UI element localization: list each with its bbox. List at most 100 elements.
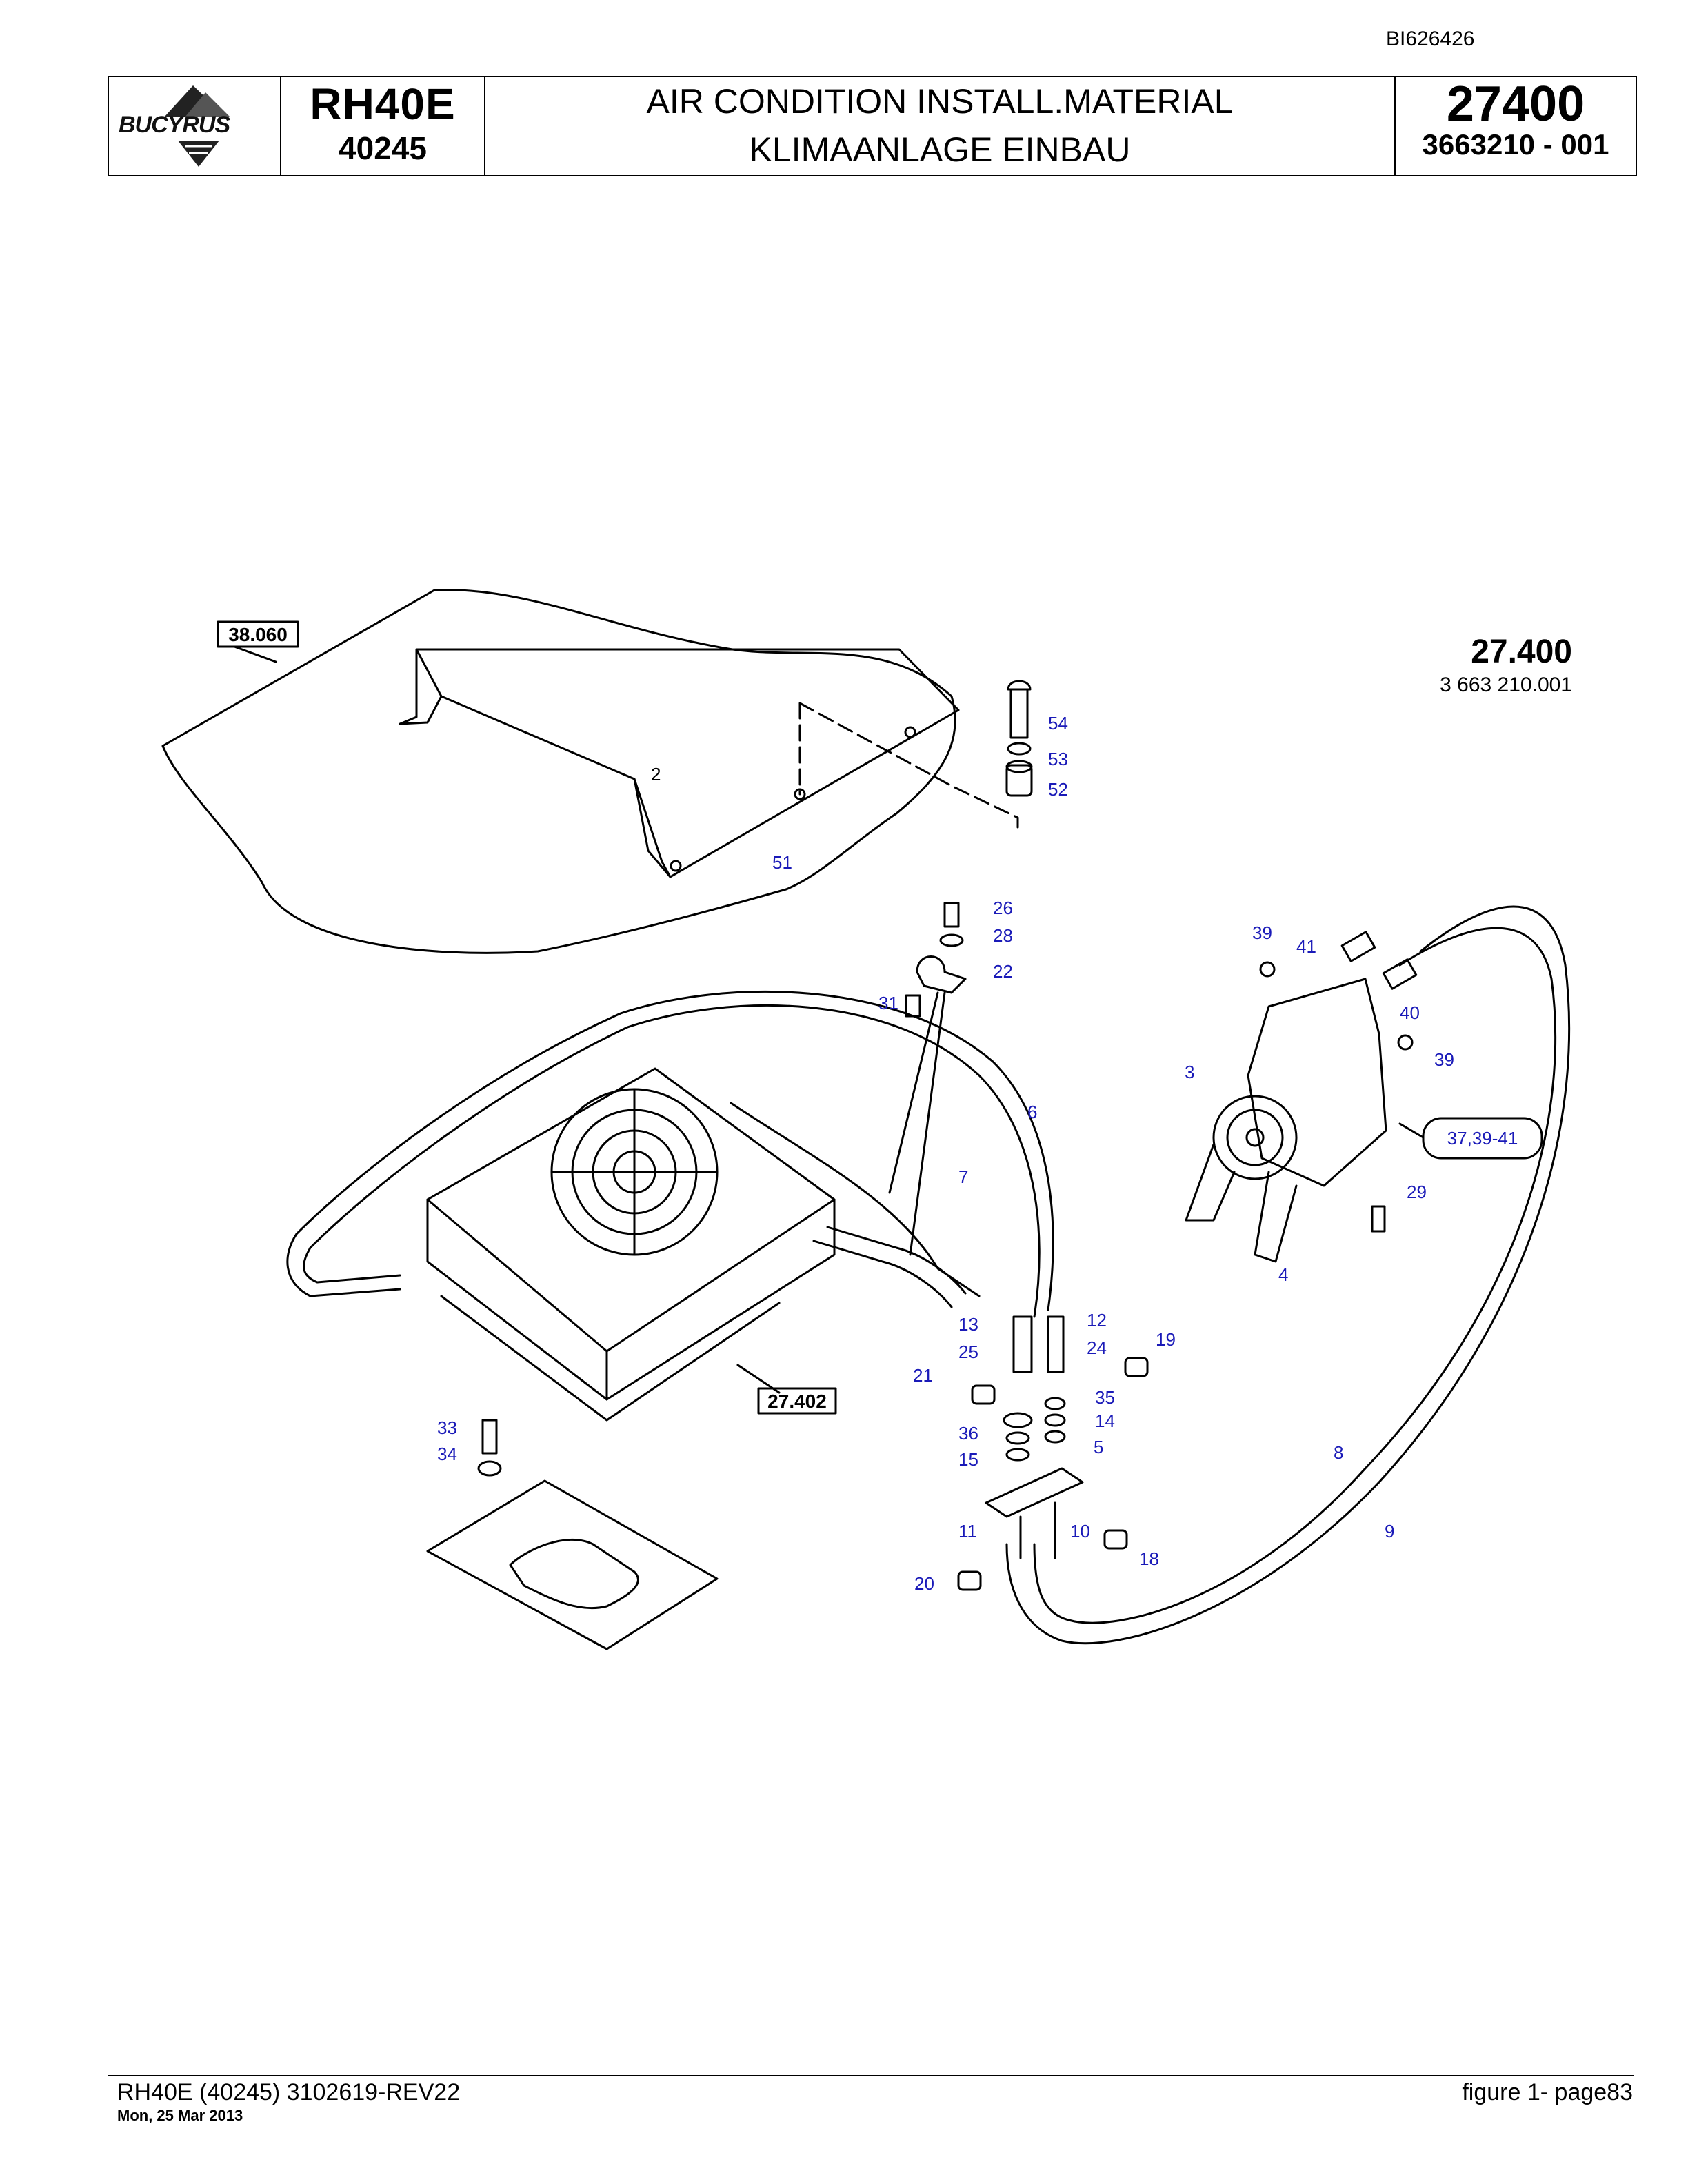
evaporator-base-plate bbox=[440, 1295, 781, 1422]
model-cell: RH40E 40245 bbox=[281, 77, 485, 175]
callout-54: 54 bbox=[1048, 713, 1068, 734]
footer-page-ref: figure 1- page83 bbox=[1462, 2079, 1633, 2105]
callout-28: 28 bbox=[993, 925, 1013, 946]
figure-group: 27.400 bbox=[1471, 634, 1572, 670]
ref-box-27402 bbox=[757, 1387, 837, 1415]
callout-4: 4 bbox=[1278, 1264, 1288, 1285]
compressor-body bbox=[1247, 978, 1387, 1187]
callout-5: 5 bbox=[1094, 1437, 1103, 1457]
callout-22: 22 bbox=[993, 961, 1013, 982]
figure-reference: 27.400 3 663 210.001 bbox=[1440, 633, 1572, 697]
document-id: BI626426 bbox=[1386, 28, 1475, 50]
model-number: 40245 bbox=[339, 130, 427, 166]
callout-36: 36 bbox=[958, 1423, 978, 1444]
title-block: BUCYRUS RH40E 40245 AIR CONDITION INSTAL… bbox=[108, 76, 1637, 176]
pin-31 bbox=[905, 994, 921, 1018]
floor-plate-opening bbox=[509, 1538, 639, 1610]
callout-2: 2 bbox=[651, 764, 661, 785]
callout-40: 40 bbox=[1400, 1002, 1420, 1023]
bucyrus-logo-icon bbox=[164, 85, 230, 167]
callout-13: 13 bbox=[958, 1314, 978, 1335]
callout-18: 18 bbox=[1139, 1548, 1159, 1569]
callout-31: 31 bbox=[878, 993, 898, 1013]
callout-9: 9 bbox=[1385, 1521, 1394, 1541]
bolt-54 bbox=[1009, 688, 1029, 739]
callout-34: 34 bbox=[437, 1444, 457, 1464]
callout-6: 6 bbox=[1027, 1102, 1037, 1122]
callout-33: 33 bbox=[437, 1417, 457, 1438]
brand-name: BUCYRUS bbox=[119, 112, 230, 138]
footer-date: Mon, 25 Mar 2013 bbox=[117, 2107, 243, 2124]
clamp-arrow bbox=[888, 991, 939, 1194]
washer-34 bbox=[477, 1460, 502, 1477]
cap-20 bbox=[957, 1570, 982, 1591]
callout-35: 35 bbox=[1095, 1387, 1115, 1408]
floor-plate bbox=[426, 1479, 719, 1650]
callout-39-top: 39 bbox=[1252, 922, 1272, 943]
title-german: KLIMAANLAGE EINBAU bbox=[749, 130, 1131, 169]
callout-12: 12 bbox=[1087, 1310, 1107, 1331]
number-cell: 27400 3663210 - 001 bbox=[1396, 77, 1636, 175]
callout-8: 8 bbox=[1334, 1442, 1343, 1463]
callout-25: 25 bbox=[958, 1342, 978, 1362]
spacer-52 bbox=[1005, 764, 1033, 797]
bolt-26 bbox=[943, 902, 960, 928]
footer-document-ref: RH40E (40245) 3102619-REV22 bbox=[117, 2079, 461, 2105]
belt-4 bbox=[1254, 1171, 1298, 1263]
figure-part: 3 663 210.001 bbox=[1440, 674, 1572, 696]
hose-loop-upper bbox=[295, 990, 1054, 1311]
mount-bracket-flange bbox=[399, 648, 443, 725]
ref-leader-38060 bbox=[233, 645, 277, 663]
hose-loop-right bbox=[1005, 905, 1571, 1645]
o-ring-39 bbox=[1397, 1034, 1414, 1051]
callout-10: 10 bbox=[1070, 1521, 1090, 1541]
cap-18 bbox=[1103, 1529, 1128, 1550]
bolt-33 bbox=[481, 1419, 498, 1455]
title-cell: AIR CONDITION INSTALL.MATERIAL KLIMAANLA… bbox=[485, 77, 1396, 175]
model-name: RH40E bbox=[310, 79, 456, 129]
callout-24: 24 bbox=[1087, 1337, 1107, 1358]
brand-logo-cell: BUCYRUS bbox=[109, 77, 281, 175]
part-number: 3663210 - 001 bbox=[1422, 128, 1609, 161]
compressor-group-label: 37,39-41 bbox=[1447, 1128, 1518, 1149]
washer-53 bbox=[1007, 742, 1032, 756]
cap-21 bbox=[971, 1384, 996, 1405]
ref-box-38060 bbox=[217, 620, 299, 648]
clamp-arrow bbox=[909, 991, 946, 1256]
footer-divider bbox=[108, 2075, 1634, 2076]
hose-fitting bbox=[1382, 958, 1418, 990]
callout-19: 19 bbox=[1156, 1329, 1176, 1350]
fitting-12 bbox=[1047, 1315, 1065, 1373]
mount-bracket bbox=[415, 648, 960, 878]
hose-6 bbox=[730, 1102, 981, 1297]
bolt-29 bbox=[1371, 1205, 1386, 1233]
ref-label-27402: 27.402 bbox=[767, 1391, 827, 1412]
callout-7: 7 bbox=[958, 1166, 968, 1187]
cap-19 bbox=[1124, 1357, 1149, 1377]
callout-21: 21 bbox=[913, 1365, 933, 1386]
callout-53: 53 bbox=[1048, 749, 1068, 769]
fitting-13 bbox=[1012, 1315, 1033, 1373]
bracket-hole bbox=[794, 788, 806, 800]
callout-52: 52 bbox=[1048, 779, 1068, 800]
callout-51: 51 bbox=[772, 852, 792, 873]
callout-29: 29 bbox=[1407, 1182, 1427, 1202]
connector-plate bbox=[985, 1467, 1084, 1518]
group-number: 27400 bbox=[1446, 77, 1585, 132]
callout-41: 41 bbox=[1296, 936, 1316, 957]
washer-28 bbox=[939, 933, 964, 947]
bracket-hole bbox=[904, 726, 916, 738]
title-english: AIR CONDITION INSTALL.MATERIAL bbox=[646, 82, 1234, 121]
clamp-22 bbox=[916, 956, 967, 994]
hose-fitting bbox=[1340, 931, 1376, 962]
callout-11: 11 bbox=[958, 1521, 977, 1541]
ref-label-38060: 38.060 bbox=[228, 624, 288, 645]
cab-roof-outline bbox=[161, 589, 956, 954]
bracket-hole bbox=[670, 860, 682, 872]
callout-3: 3 bbox=[1185, 1062, 1194, 1082]
bolt-head bbox=[1007, 680, 1032, 691]
o-ring-39 bbox=[1259, 961, 1276, 978]
callout-20: 20 bbox=[914, 1573, 934, 1594]
callout-39-right: 39 bbox=[1434, 1049, 1454, 1070]
